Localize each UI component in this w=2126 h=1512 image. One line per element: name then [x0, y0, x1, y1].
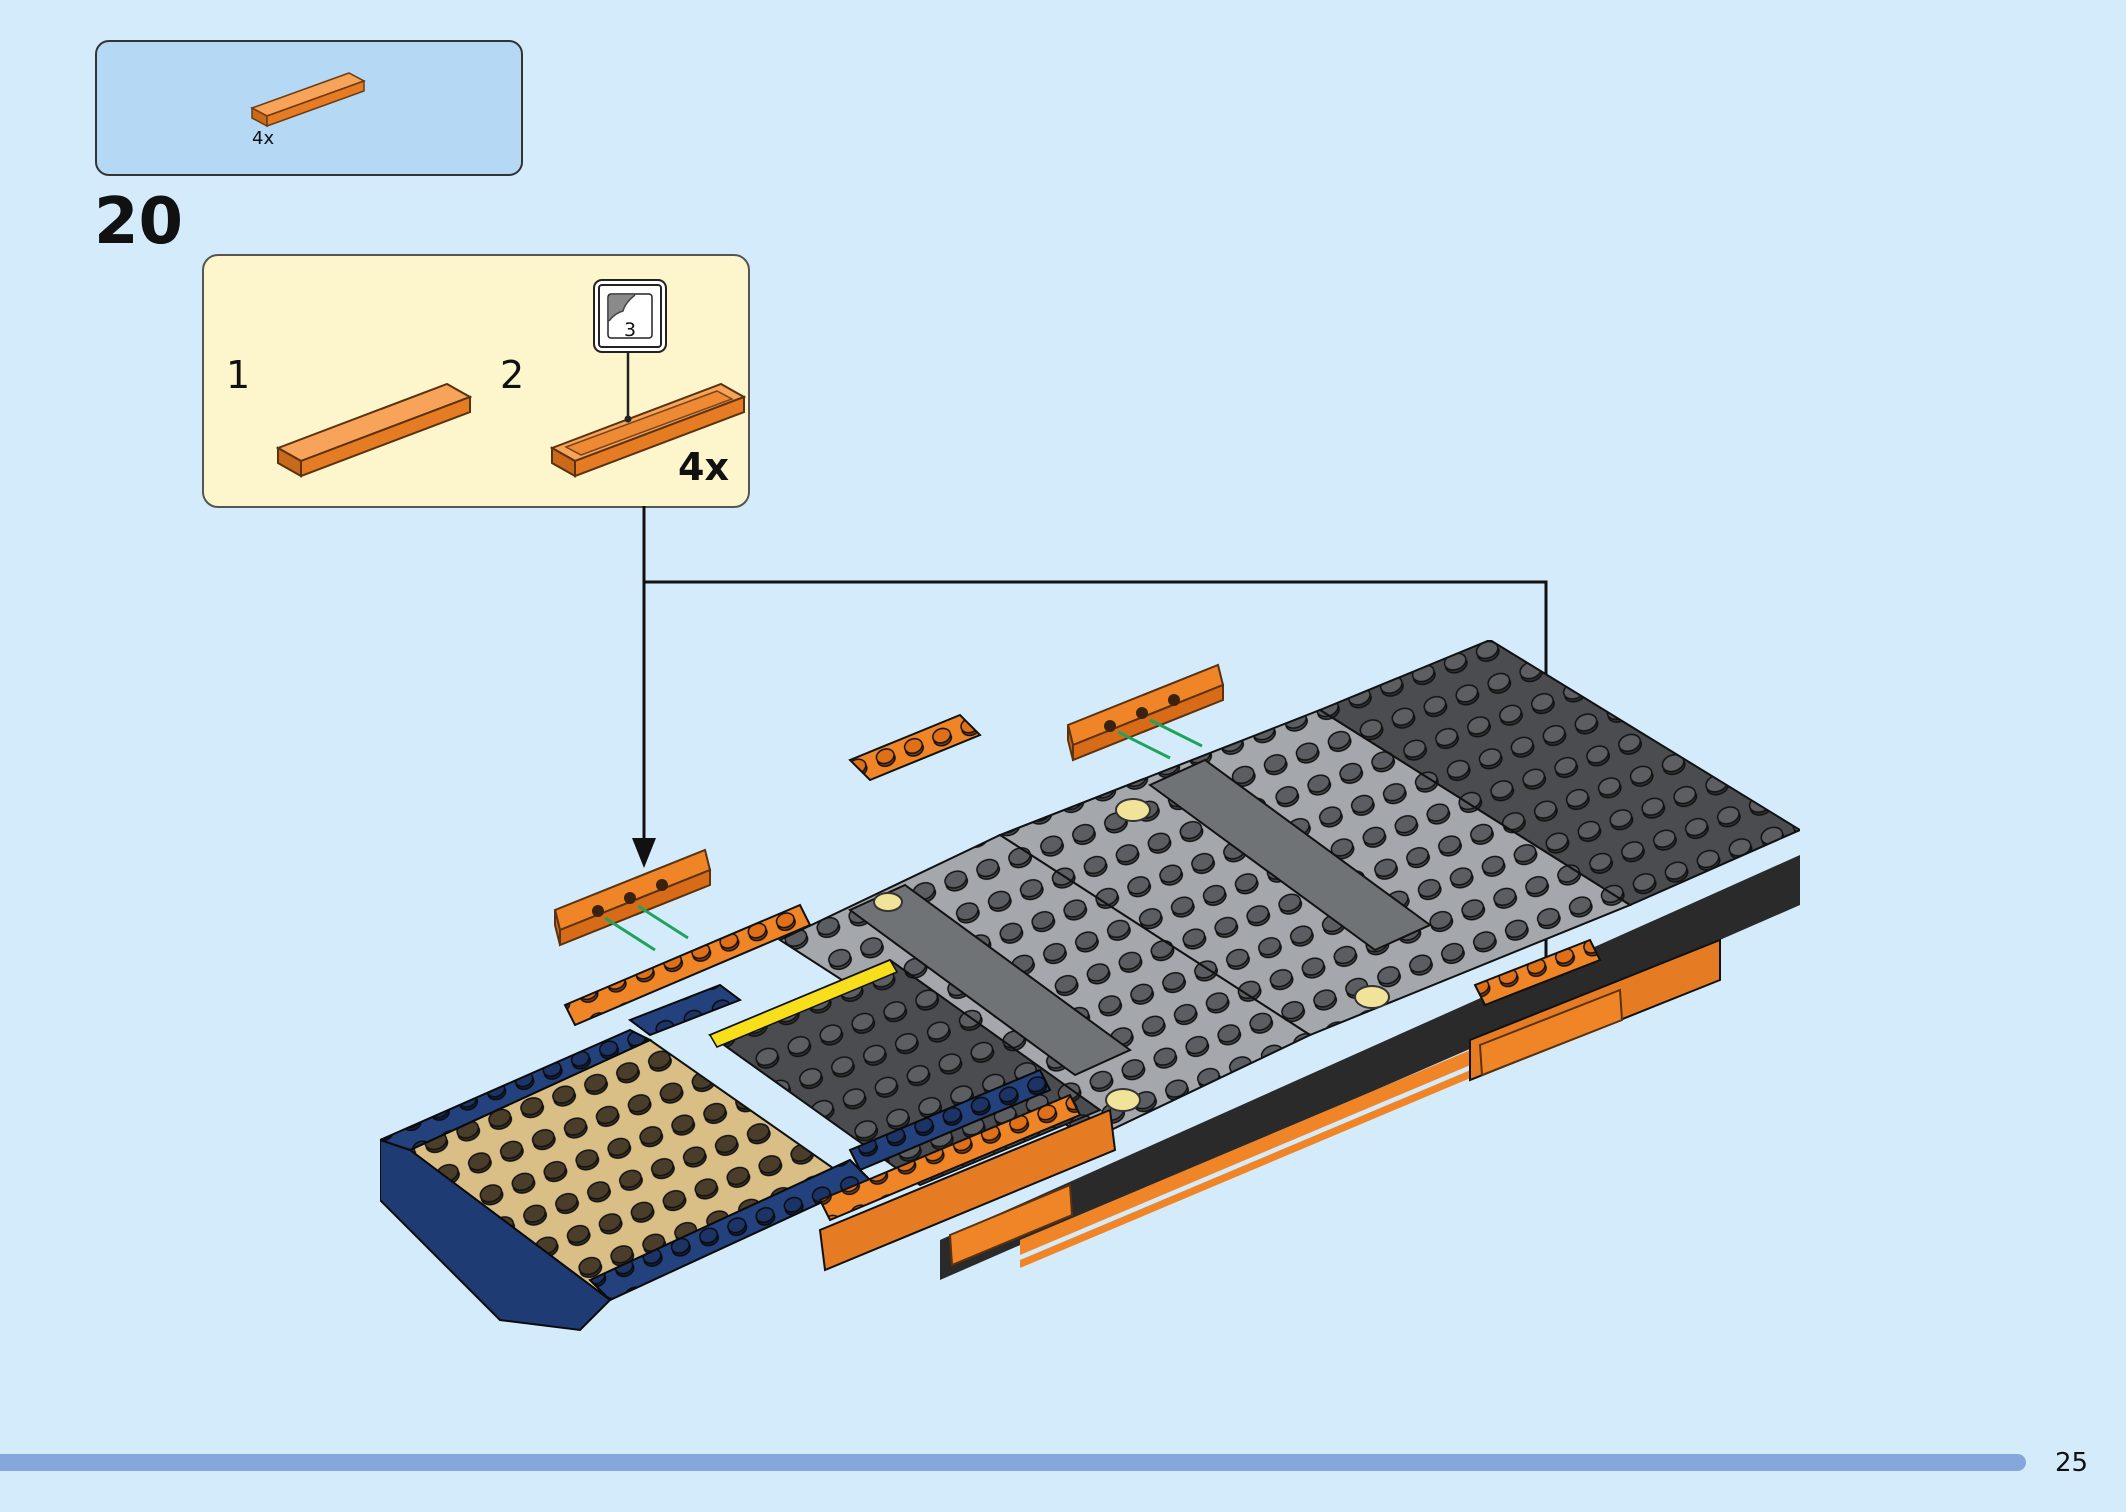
sticker-badge: 3	[593, 279, 667, 353]
parts-list-callout: 4x	[95, 40, 523, 176]
sticker-icon	[607, 293, 653, 339]
step-number: 20	[94, 185, 184, 259]
sub-assembly-callout: 1 2 3 4x	[202, 254, 750, 508]
orange-tile-with-sticker-part	[549, 382, 747, 478]
progress-bar	[0, 1454, 2026, 1471]
orange-plate-front-left	[563, 903, 812, 1027]
sub-assembly-quantity: 4x	[678, 445, 729, 489]
dark-blue-hull	[380, 1138, 612, 1332]
orange-tile-1x4-part	[250, 72, 366, 128]
parts-quantity: 4x	[252, 128, 275, 149]
orange-tile-part	[275, 382, 473, 478]
page-number: 25	[2055, 1448, 2089, 1478]
orange-plate-front-right	[818, 1093, 1082, 1222]
arrow-head-left	[632, 838, 656, 868]
incoming-tile-right	[1066, 663, 1225, 762]
sticker-number: 3	[623, 319, 637, 341]
yellow-stripe	[708, 959, 899, 1048]
model-illustration	[380, 640, 1800, 1332]
orange-plate-rear	[1473, 938, 1602, 1007]
incoming-tile-left	[553, 848, 712, 952]
placed-sticker-tile	[1478, 988, 1624, 1077]
sub-step-1-number: 1	[226, 353, 251, 397]
grille-bar	[1148, 758, 1432, 952]
placed-sticker-tile	[948, 1183, 1074, 1267]
sub-assembly-drawing	[275, 353, 747, 478]
sub-step-2-number: 2	[500, 353, 525, 397]
